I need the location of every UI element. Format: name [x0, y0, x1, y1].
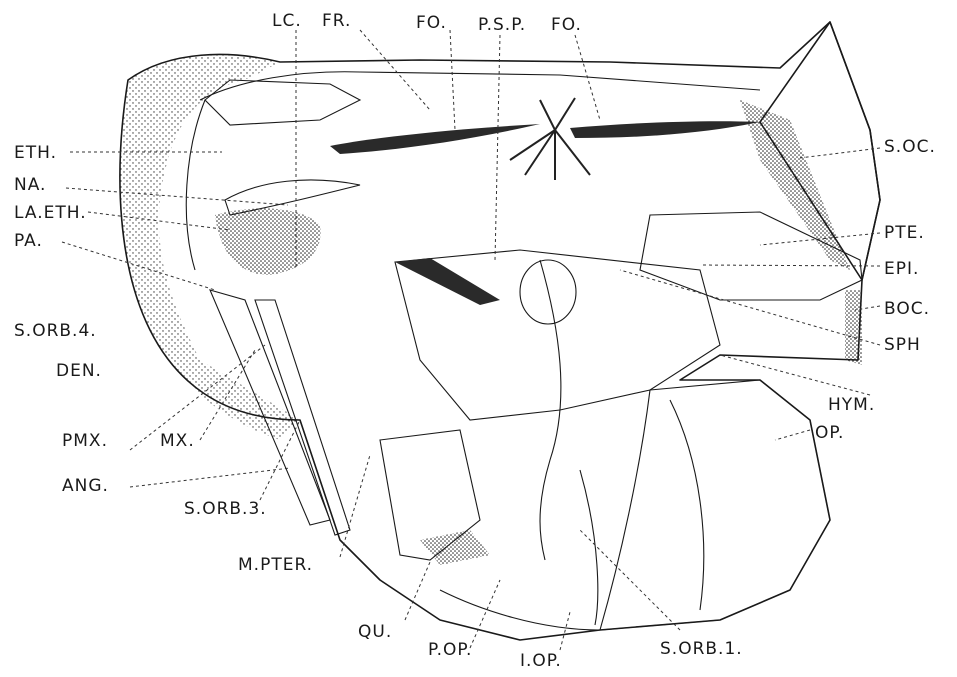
label-lc: LC. [272, 11, 302, 31]
sphenotic-dark-bar [395, 258, 500, 305]
skull-roof-line [200, 72, 760, 100]
label-pmx: PMX. [62, 431, 108, 451]
label-sorb1: S.ORB.1. [660, 639, 743, 659]
label-fr: FR. [322, 11, 351, 31]
frontal-dark-streak-left [330, 124, 540, 154]
interopercle [440, 590, 600, 630]
suborbital-1-line [580, 470, 598, 625]
label-hym: HYM. [828, 395, 875, 415]
label-psp: P.S.P. [478, 15, 526, 35]
label-boc: BOC. [884, 299, 930, 319]
label-den: DEN. [56, 361, 102, 381]
label-op: OP. [815, 423, 844, 443]
skull-drawing [120, 22, 880, 640]
label-sph: SPH [884, 335, 921, 355]
label-epi: EPI. [884, 259, 919, 279]
ethmoid-bone [205, 80, 360, 125]
label-sorb4: S.ORB.4. [14, 321, 97, 341]
label-laeth: LA.ETH. [14, 203, 87, 223]
label-iop: I.OP. [520, 651, 562, 671]
label-mx: MX. [160, 431, 195, 451]
label-na: NA. [14, 175, 46, 195]
label-soc: S.OC. [884, 137, 936, 157]
basioccipital [845, 290, 862, 365]
label-qu: QU. [358, 622, 392, 642]
suborbital-4-arc [186, 100, 205, 270]
label-sorb3: S.ORB.3. [184, 499, 267, 519]
frontal-dark-streak-right [570, 121, 760, 138]
label-fo-right: FO. [551, 15, 582, 35]
label-pop: P.OP. [428, 640, 472, 660]
label-mpter: M.PTER. [238, 555, 313, 575]
lateral-ethmoid-shade [215, 208, 321, 275]
supraoccipital-shade [740, 100, 850, 270]
label-ang: ANG. [62, 476, 109, 496]
label-pa: PA. [14, 231, 43, 251]
opercle-inner-curve [670, 400, 704, 610]
label-pte: PTE. [884, 223, 925, 243]
parasphenoid-burst [510, 98, 590, 180]
opercle [600, 380, 830, 630]
label-eth: ETH. [14, 143, 57, 163]
label-fo-left: FO. [416, 13, 447, 33]
